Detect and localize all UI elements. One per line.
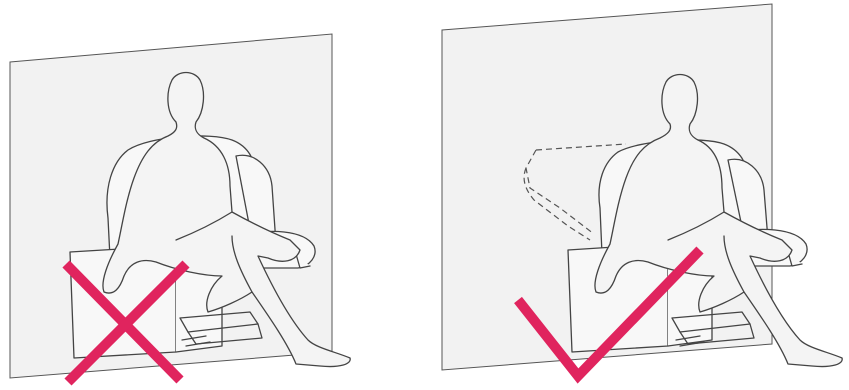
panel-correct: [442, 4, 842, 376]
panel-incorrect: [10, 34, 350, 382]
